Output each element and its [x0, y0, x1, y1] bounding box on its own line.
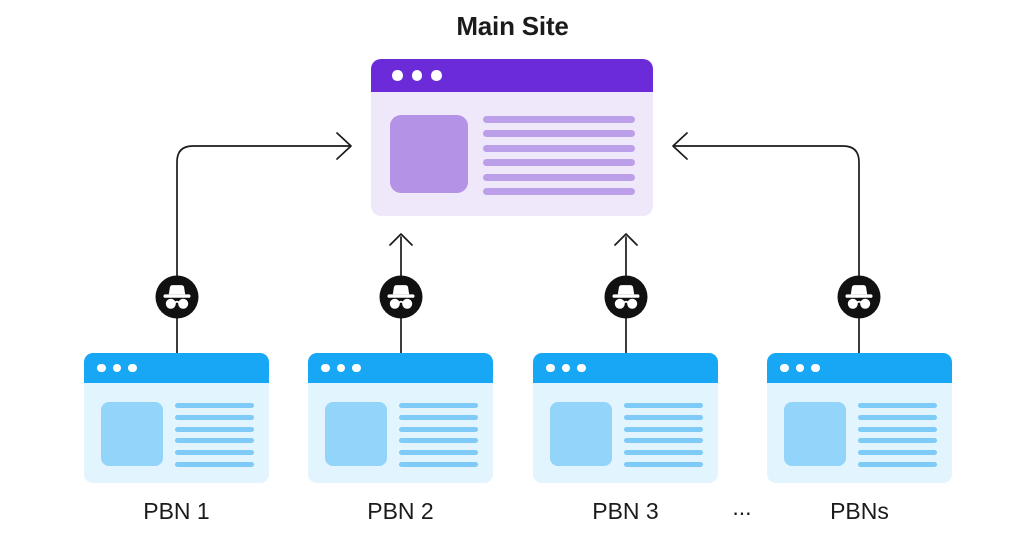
window-dot-icon: [112, 363, 122, 373]
window-dot-icon: [97, 363, 106, 373]
window-dot-icon: [561, 363, 571, 373]
window-dot-icon: [795, 363, 805, 373]
pbn2-label: PBN 2: [367, 498, 434, 524]
pbn1-text-lines: [175, 402, 254, 483]
pbn2-titlebar: [308, 353, 493, 383]
pbn2-text-lines: [399, 402, 478, 483]
pbns-image-placeholder: [784, 402, 846, 466]
main-site-titlebar: [371, 59, 653, 92]
pbns-window: [767, 353, 952, 483]
pbn3-label: PBN 3: [592, 498, 659, 524]
window-dot-icon: [431, 70, 442, 81]
window-dot-icon: [411, 70, 422, 81]
pbn1-page-content: [84, 383, 269, 483]
incognito-icon: [603, 274, 649, 320]
pbn2-image-placeholder: [325, 402, 387, 466]
pbn3-page-content: [533, 383, 718, 483]
pbns-page-content: [767, 383, 952, 483]
pbn3-image-placeholder: [550, 402, 612, 466]
pbns-text-lines: [858, 402, 937, 483]
pbn3-window: [533, 353, 718, 483]
main-site-page-content: [371, 92, 653, 216]
window-dot-icon: [336, 363, 346, 373]
main-site-image-placeholder: [390, 115, 468, 193]
pbn2-window: [308, 353, 493, 483]
pbn1-window: [84, 353, 269, 483]
window-dot-icon: [780, 363, 789, 373]
window-dot-icon: [392, 70, 403, 81]
window-dot-icon: [352, 363, 361, 373]
window-dot-icon: [321, 363, 330, 373]
main-site-text-lines: [483, 115, 635, 216]
pbn3-text-lines: [624, 402, 703, 483]
ellipsis-label: ...: [732, 494, 752, 520]
pbns-label: PBNs: [830, 498, 889, 524]
pbn2-page-content: [308, 383, 493, 483]
window-dot-icon: [128, 363, 137, 373]
pbn1-titlebar: [84, 353, 269, 383]
window-dot-icon: [811, 363, 820, 373]
incognito-icon: [154, 274, 200, 320]
main-site-title: Main Site: [456, 11, 569, 41]
window-dot-icon: [577, 363, 586, 373]
pbns-titlebar: [767, 353, 952, 383]
incognito-icon: [836, 274, 882, 320]
pbn3-titlebar: [533, 353, 718, 383]
arrow-pbns-to-main: [672, 132, 860, 354]
pbn1-image-placeholder: [101, 402, 163, 466]
pbn1-label: PBN 1: [143, 498, 210, 524]
incognito-icon: [378, 274, 424, 320]
window-dot-icon: [546, 363, 555, 373]
arrow-pbn1-to-main: [176, 132, 352, 354]
main-site-window: [371, 59, 653, 216]
